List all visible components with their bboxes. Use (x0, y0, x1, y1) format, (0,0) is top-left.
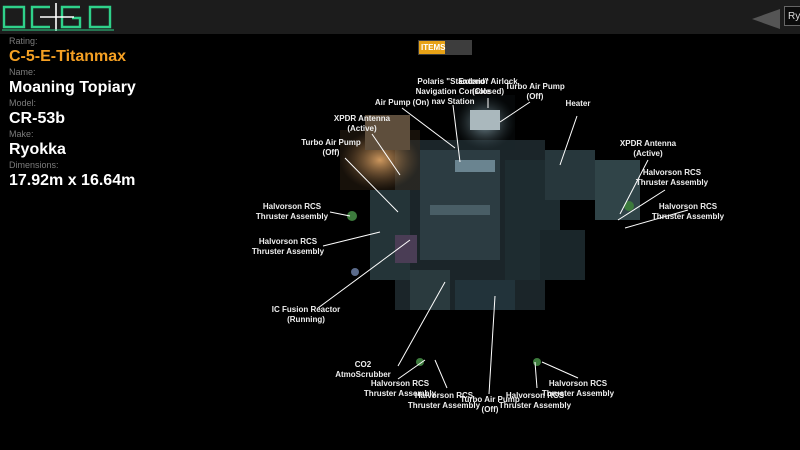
top-bar: Ryo (0, 0, 800, 34)
items-toggle-fill (419, 41, 445, 54)
ship-hull (340, 95, 640, 310)
model-value: CR-53b (9, 110, 66, 127)
name-value: Moaning Topiary (9, 79, 136, 96)
name-label: Name: (9, 67, 36, 77)
callout-xpdr-antenna-left: XPDR Antenna(Active) (333, 114, 391, 133)
rating-value: C-5-E-Titanmax (9, 48, 127, 65)
back-arrow-icon[interactable] (752, 9, 780, 29)
callout-turbo-air-pump-left: Turbo Air Pump(Off) (301, 138, 361, 157)
make-value: Ryokka (9, 141, 66, 158)
callout-xpdr-antenna-right: XPDR Antenna(Active) (619, 139, 677, 158)
callout-fusion-reactor: IC Fusion Reactor(Running) (271, 305, 341, 324)
callout-exterior-airlock: Exterior Airlock(Closed) (458, 77, 518, 96)
callout-air-pump-on: Air Pump (On) (374, 98, 430, 107)
callout-heater: Heater (565, 99, 591, 108)
ship-info-panel: Rating: C-5-E-Titanmax Name: Moaning Top… (9, 36, 249, 191)
dimensions-value: 17.92m x 16.64m (9, 172, 136, 189)
callout-turbo-air-pump-top: Turbo Air Pump(Off) (505, 82, 565, 101)
items-toggle-button[interactable]: ITEMS (418, 40, 472, 55)
rating-label: Rating: (9, 36, 38, 46)
items-toggle-label: ITEMS (421, 43, 446, 52)
model-label: Model: (9, 98, 37, 108)
thruster-glows (347, 201, 634, 366)
callout-turbo-air-pump-bottom: Turbo Air Pump(Off) (460, 395, 520, 414)
game-logo[interactable] (0, 3, 116, 31)
dimensions-label: Dimensions: (9, 160, 59, 170)
search-input[interactable]: Ryo (784, 6, 800, 26)
make-label: Make: (9, 129, 34, 139)
